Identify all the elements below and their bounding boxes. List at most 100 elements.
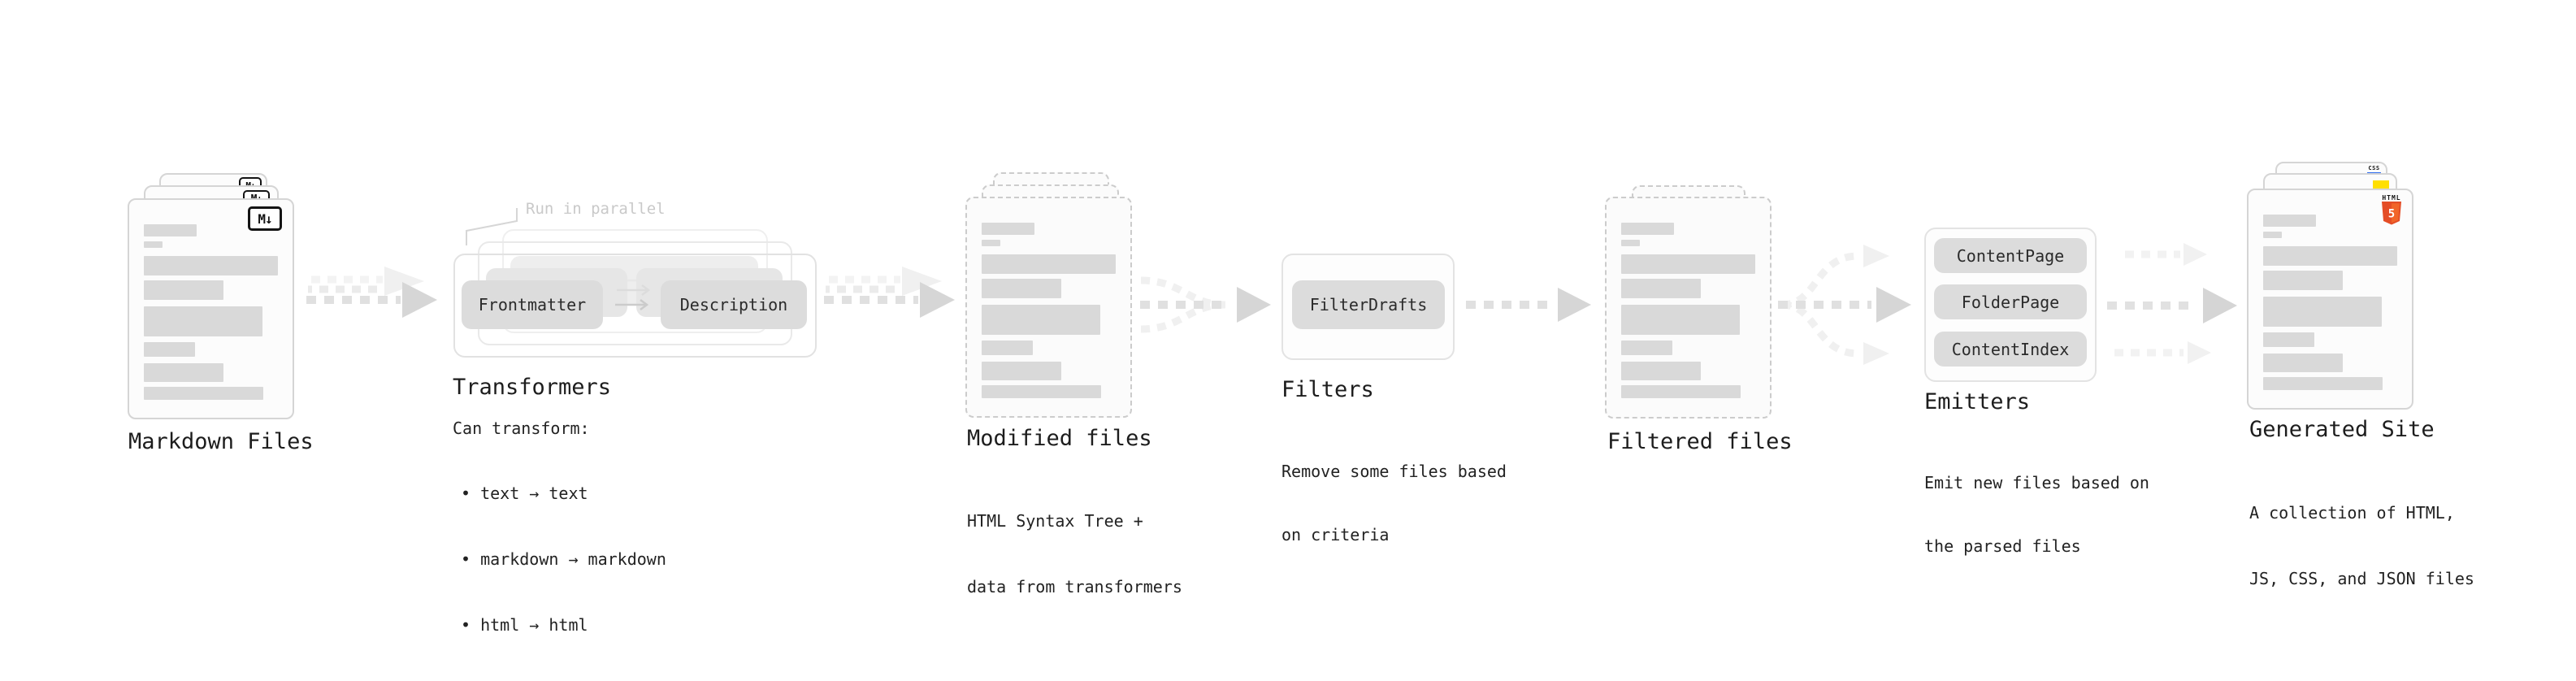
arrowhead-bottom	[2188, 341, 2211, 364]
caption-line: on criteria	[1281, 525, 1390, 544]
placeholder-line	[1621, 223, 1674, 235]
placeholder-line	[982, 305, 1100, 335]
placeholder-line	[2263, 215, 2316, 227]
placeholder-line	[144, 224, 197, 236]
placeholder-line	[1621, 240, 1640, 246]
placeholder-line	[982, 254, 1116, 274]
placeholder-line	[2263, 354, 2343, 372]
html5-icon-number: 5	[2388, 208, 2395, 221]
transformer-layer-front	[453, 254, 817, 358]
placeholder-line	[2263, 246, 2397, 266]
arrow-modified-to-filters	[1140, 276, 1271, 333]
filtered-file-card-front	[1605, 197, 1772, 419]
arrowhead-front	[1558, 288, 1591, 322]
placeholder-line	[1621, 340, 1672, 355]
placeholder-line	[982, 240, 1000, 246]
placeholder-line	[982, 385, 1101, 398]
document-placeholder-lines	[2263, 215, 2397, 390]
placeholder-line	[2263, 377, 2383, 390]
html5-icon-label: HTML	[2382, 194, 2401, 202]
css-icon-label: CSS	[2368, 165, 2380, 171]
html5-icon: HTML 5	[2381, 194, 2402, 225]
arrow-emitters-to-site	[2107, 243, 2237, 364]
arrowhead-back	[902, 267, 942, 296]
placeholder-line	[2263, 232, 2282, 238]
arrow-filtered-to-emitters	[1778, 245, 1911, 365]
arrowhead-front	[402, 282, 437, 318]
placeholder-line	[2263, 332, 2314, 347]
placeholder-line	[982, 223, 1034, 235]
placeholder-line	[144, 363, 223, 382]
mini-arrow	[615, 299, 649, 310]
emitter-pill-contentindex: ContentIndex	[1934, 332, 2087, 367]
stage-label-transformers: Transformers	[453, 375, 612, 400]
placeholder-line	[144, 387, 263, 400]
placeholder-line	[2263, 271, 2343, 290]
placeholder-line	[1621, 385, 1741, 398]
mini-arrow	[617, 284, 651, 296]
emitters-caption: Emit new files based on the parsed files	[1924, 430, 2149, 599]
caption-line: HTML Syntax Tree +	[967, 511, 1143, 531]
stage-label-filters: Filters	[1281, 377, 1374, 402]
js-icon	[2373, 180, 2389, 189]
placeholder-line	[144, 342, 195, 357]
placeholder-line	[1621, 362, 1701, 380]
arrowhead-top	[2184, 243, 2207, 266]
html5-shield: 5	[2382, 202, 2401, 225]
placeholder-line	[144, 280, 223, 300]
generated-site-caption: A collection of HTML, JS, CSS, and JSON …	[2249, 458, 2474, 634]
caption-line: Emit new files based on	[1924, 473, 2149, 492]
bullet-item: markdown → markdown	[461, 549, 666, 570]
caption-line: data from transformers	[967, 577, 1182, 596]
placeholder-line	[144, 241, 163, 248]
placeholder-line	[144, 306, 262, 336]
placeholder-line	[982, 279, 1061, 298]
stage-label-emitters: Emitters	[1924, 389, 2031, 414]
placeholder-line	[1621, 279, 1701, 298]
parallel-note: Run in parallel	[526, 200, 666, 218]
markdown-icon: M↓	[248, 206, 282, 231]
modified-file-card-front	[965, 197, 1132, 418]
caption-line: the parsed files	[1924, 536, 2081, 556]
bullet-item: text → text	[461, 483, 666, 505]
arrowhead-back	[384, 267, 424, 296]
transformers-caption-title: Can transform:	[453, 419, 590, 438]
stage-label-generated-site: Generated Site	[2249, 417, 2435, 442]
caption-line: JS, CSS, and JSON files	[2249, 569, 2474, 588]
placeholder-line	[982, 362, 1061, 380]
stage-label-markdown-files: Markdown Files	[128, 429, 314, 454]
placeholder-line	[2263, 297, 2382, 327]
filters-caption: Remove some files based on criteria	[1281, 419, 1507, 588]
arrowhead-front	[920, 282, 955, 318]
bullet-item: html → html	[461, 614, 666, 636]
caption-line: A collection of HTML,	[2249, 503, 2455, 523]
stage-label-filtered-files: Filtered files	[1607, 429, 1793, 454]
stage-label-modified-files: Modified files	[967, 426, 1152, 451]
placeholder-line	[144, 256, 278, 275]
arrow-filters-to-filtered	[1466, 288, 1591, 322]
document-placeholder-lines	[1621, 223, 1755, 398]
arrow-transformers-to-modified	[824, 267, 955, 318]
transformer-pill-description: Description	[661, 280, 807, 329]
emitter-pill-folderpage: FolderPage	[1934, 284, 2087, 319]
callout-line	[466, 208, 518, 245]
document-placeholder-lines	[982, 223, 1116, 398]
transformers-caption-bullets: text → text markdown → markdown html → h…	[453, 439, 666, 680]
placeholder-line	[1621, 305, 1740, 335]
document-placeholder-lines	[144, 224, 278, 400]
placeholder-line	[982, 340, 1033, 355]
markdown-file-card-front: M↓	[128, 198, 294, 419]
arrowhead-front	[1876, 287, 1911, 323]
arrowhead-bottom	[1863, 342, 1889, 365]
filter-pill-filterdrafts: FilterDrafts	[1292, 280, 1445, 329]
arrowhead-front	[1237, 287, 1271, 323]
emitter-pill-contentpage: ContentPage	[1934, 238, 2087, 273]
arrowhead-middle	[2203, 288, 2237, 323]
modified-files-caption: HTML Syntax Tree + data from transformer…	[967, 466, 1182, 642]
placeholder-line	[1621, 254, 1755, 274]
caption-line: Remove some files based	[1281, 462, 1507, 481]
arrowhead-top	[1863, 245, 1889, 267]
arrow-markdown-to-transformers	[306, 267, 437, 318]
transformer-pill-frontmatter: Frontmatter	[462, 280, 603, 329]
